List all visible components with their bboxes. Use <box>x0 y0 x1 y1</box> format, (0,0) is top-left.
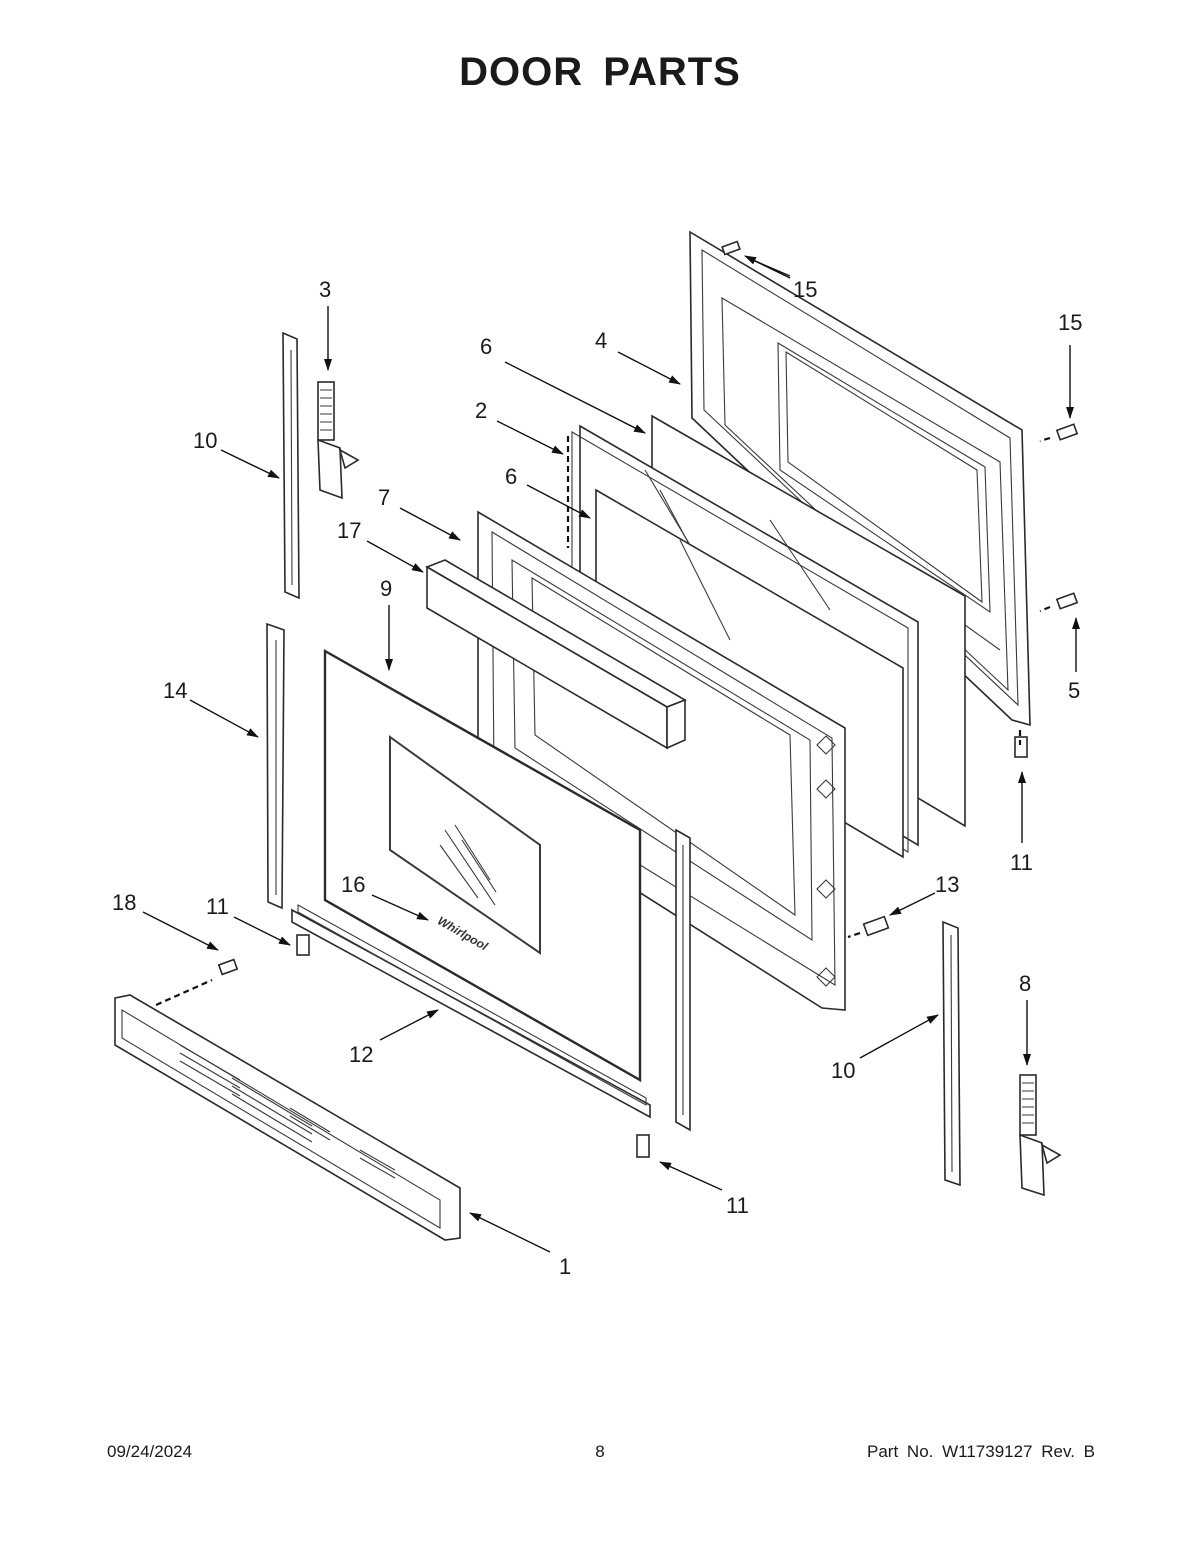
screw-18 <box>217 958 239 976</box>
callout-7: 7 <box>378 485 390 510</box>
callout-3: 3 <box>319 277 331 302</box>
callout-6-mid: 6 <box>505 464 517 489</box>
hinge-receiver-left <box>282 331 300 600</box>
screw-5 <box>1055 592 1079 610</box>
hinge-receiver-right <box>942 920 961 1187</box>
door-handle <box>114 994 461 1241</box>
left-side-trim <box>266 622 285 910</box>
callout-5: 5 <box>1068 678 1080 703</box>
callout-2: 2 <box>475 398 487 423</box>
callout-16: 16 <box>341 872 365 897</box>
door-hinge-left <box>317 381 360 500</box>
screw-11-mid <box>296 934 310 956</box>
screw-15-right <box>1055 423 1079 441</box>
callout-8: 8 <box>1019 971 1031 996</box>
screw-13 <box>862 915 890 937</box>
screw-11-bottom <box>636 1134 650 1158</box>
callout-11-right: 11 <box>1010 850 1033 875</box>
callout-1: 1 <box>559 1254 571 1279</box>
callout-11-left: 11 <box>206 894 229 919</box>
callout-14: 14 <box>163 678 187 703</box>
callout-15-right: 15 <box>1058 310 1082 335</box>
callout-13: 13 <box>935 872 959 897</box>
callout-17: 17 <box>337 518 361 543</box>
screw-15-top <box>721 240 741 256</box>
callout-10-right: 10 <box>831 1058 855 1083</box>
footer-part-number: Part No. W11739127 Rev. B <box>867 1442 1095 1461</box>
page-title: DOOR PARTS <box>459 50 741 94</box>
callout-18: 18 <box>112 890 136 915</box>
door-hinge-right <box>1019 1074 1062 1197</box>
footer-page-number: 8 <box>595 1442 605 1461</box>
callout-12: 12 <box>349 1042 373 1067</box>
screw-11-right <box>1014 736 1028 758</box>
callout-15-top: 15 <box>793 277 817 302</box>
callout-4: 4 <box>595 328 607 353</box>
right-side-trim <box>675 828 691 1132</box>
footer-date: 09/24/2024 <box>107 1442 193 1461</box>
bottom-door-trim <box>291 904 651 1119</box>
callout-11-bottom: 11 <box>726 1193 749 1218</box>
outer-door-glass <box>323 648 642 1083</box>
callout-9: 9 <box>380 576 392 601</box>
callout-6-top: 6 <box>480 334 492 359</box>
callout-10-left: 10 <box>193 428 217 453</box>
door-top-block <box>425 559 687 750</box>
